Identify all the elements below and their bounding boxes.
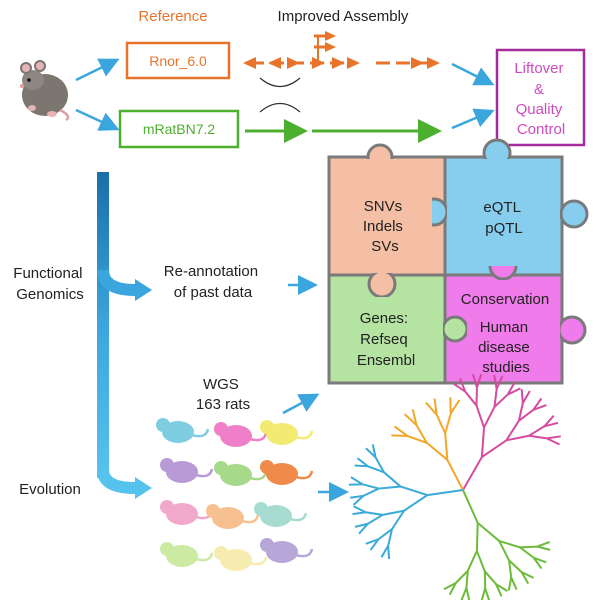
colored-rat-icons	[156, 418, 314, 571]
wgs-label: WGS 163 rats	[196, 376, 250, 413]
qtl-text: eQTL pQTL	[483, 199, 524, 237]
rnor-box	[125, 41, 231, 80]
conservation-text: Conservation	[461, 291, 549, 308]
orange-assembly-arrows	[243, 31, 440, 69]
phylogenetic-tree-icon	[348, 373, 561, 600]
improved-assembly-label: Improved Assembly	[278, 8, 409, 25]
rat-icon	[254, 502, 308, 527]
liftover-text: Liftover & Quality Control	[514, 60, 567, 138]
rat-icon	[160, 458, 214, 483]
evolution-label: Evolution	[19, 481, 81, 498]
rat-icon	[160, 500, 214, 525]
rat-icon	[214, 422, 268, 447]
vertical-flow-bar	[97, 172, 109, 478]
rat-icon	[260, 538, 314, 563]
mratbn-label: mRatBN7.2	[143, 121, 216, 137]
rat-icon	[206, 504, 260, 529]
rat-icon	[156, 418, 210, 443]
mratbn-box	[118, 109, 240, 149]
rat-icon	[260, 420, 314, 445]
rat-icon	[214, 461, 268, 486]
snv-text: SNVs Indels SVs	[363, 198, 407, 255]
genes-text: Genes: Refseq Ensembl	[357, 310, 415, 369]
reference-label: Reference	[138, 8, 207, 25]
functional-genomics-label: Functional Genomics	[13, 265, 86, 303]
disease-text: Human disease studies	[478, 319, 534, 376]
liftover-box	[495, 48, 586, 147]
rat-icon	[160, 542, 214, 567]
rat-photo-icon	[20, 60, 70, 122]
rnor-label: Rnor_6.0	[149, 53, 207, 69]
rat-icon	[260, 460, 314, 485]
reannotation-label: Re-annotation of past data	[164, 263, 262, 301]
rat-icon	[214, 546, 268, 571]
